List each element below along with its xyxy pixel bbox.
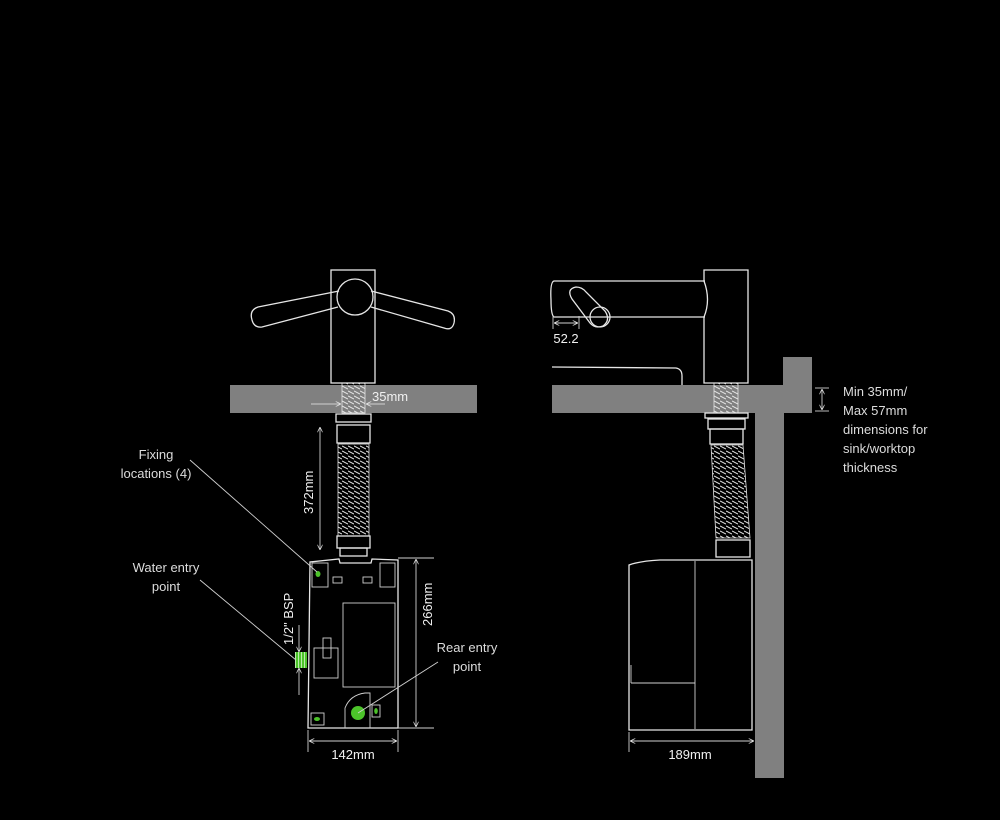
- dim-unit-width: 142mm: [331, 747, 374, 762]
- water-entry-fitting: [295, 652, 307, 668]
- dim-unit-height: 266mm: [420, 583, 435, 626]
- label-water-entry-line2: point: [152, 579, 181, 594]
- note-line5: thickness: [843, 460, 898, 475]
- label-fixing-line1: Fixing: [139, 447, 174, 462]
- note-line2: Max 57mm: [843, 403, 907, 418]
- label-bsp: 1/2" BSP: [281, 593, 296, 645]
- hose-side: [704, 412, 751, 558]
- label-fixing-line2: locations (4): [121, 466, 192, 481]
- worktop-and-wall: [552, 357, 812, 778]
- heater-unit-side: [628, 559, 753, 731]
- heater-unit-front: [295, 558, 399, 729]
- dim-spout: 52.2: [553, 331, 578, 346]
- note-line3: dimensions for: [843, 422, 928, 437]
- dim-hose: 372mm: [301, 471, 316, 514]
- tap-front: [250, 269, 456, 384]
- side-view: 52.2 189mm Min 35mm/ Max 57mm dimensions…: [550, 269, 928, 778]
- front-view: 35mm 372mm: [121, 269, 498, 762]
- label-rear-entry-line2: point: [453, 659, 482, 674]
- hose-front: [335, 413, 372, 557]
- label-rear-entry-line1: Rear entry: [437, 640, 498, 655]
- dim-thread: 35mm: [372, 389, 408, 404]
- dim-unit-depth: 189mm: [668, 747, 711, 762]
- note-line4: sink/worktop: [843, 441, 915, 456]
- tap-side: [550, 269, 749, 384]
- note-line1: Min 35mm/: [843, 384, 908, 399]
- label-water-entry-line1: Water entry: [133, 560, 200, 575]
